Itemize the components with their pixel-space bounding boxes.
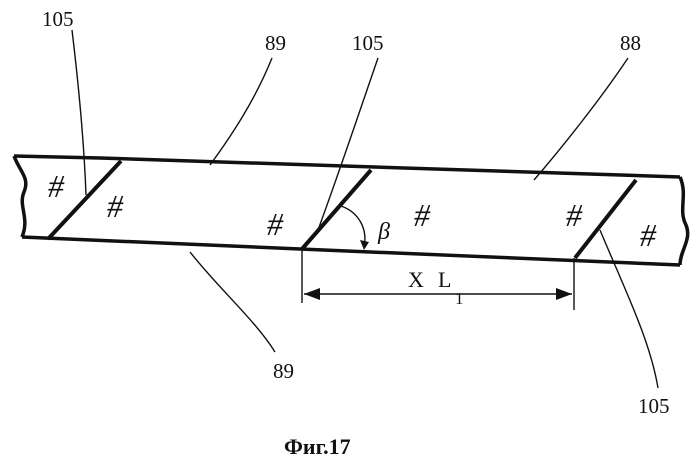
hatch-mark: # [267,206,284,242]
leader-105-bottom-right [600,230,658,388]
dimension-subscript: 1 [455,289,464,308]
hatch-mark: # [414,197,431,233]
leader-105-top-mid [318,58,378,230]
dimension-symbol: L [438,267,451,292]
leader-89-top [210,58,272,165]
dimension-arrow-left [304,288,320,300]
leader-89-bottom [190,252,275,352]
dimension-arrow-right [556,288,572,300]
label-89-bottom: 89 [273,359,294,383]
hatch-mark: # [107,188,124,224]
leader-88 [534,58,628,180]
label-105-bottom-right: 105 [638,394,670,418]
hatch-mark: # [640,217,657,253]
label-88: 88 [620,31,641,55]
angle-label: β [377,219,390,245]
dimension-prefix: X [408,267,424,292]
angle-arrowhead [360,240,369,250]
strip-right-break [680,177,688,265]
hatch-mark: # [566,197,583,233]
hatch-mark: # [48,168,65,204]
label-105-top-mid: 105 [352,31,384,55]
label-105-top-left: 105 [42,7,74,31]
strip-left-break [14,156,26,237]
leader-105-top-left [72,30,86,195]
seam-middle [302,170,371,249]
figure-caption: Фиг.17 [284,434,351,459]
label-89-top: 89 [265,31,286,55]
seam-right [575,180,636,258]
